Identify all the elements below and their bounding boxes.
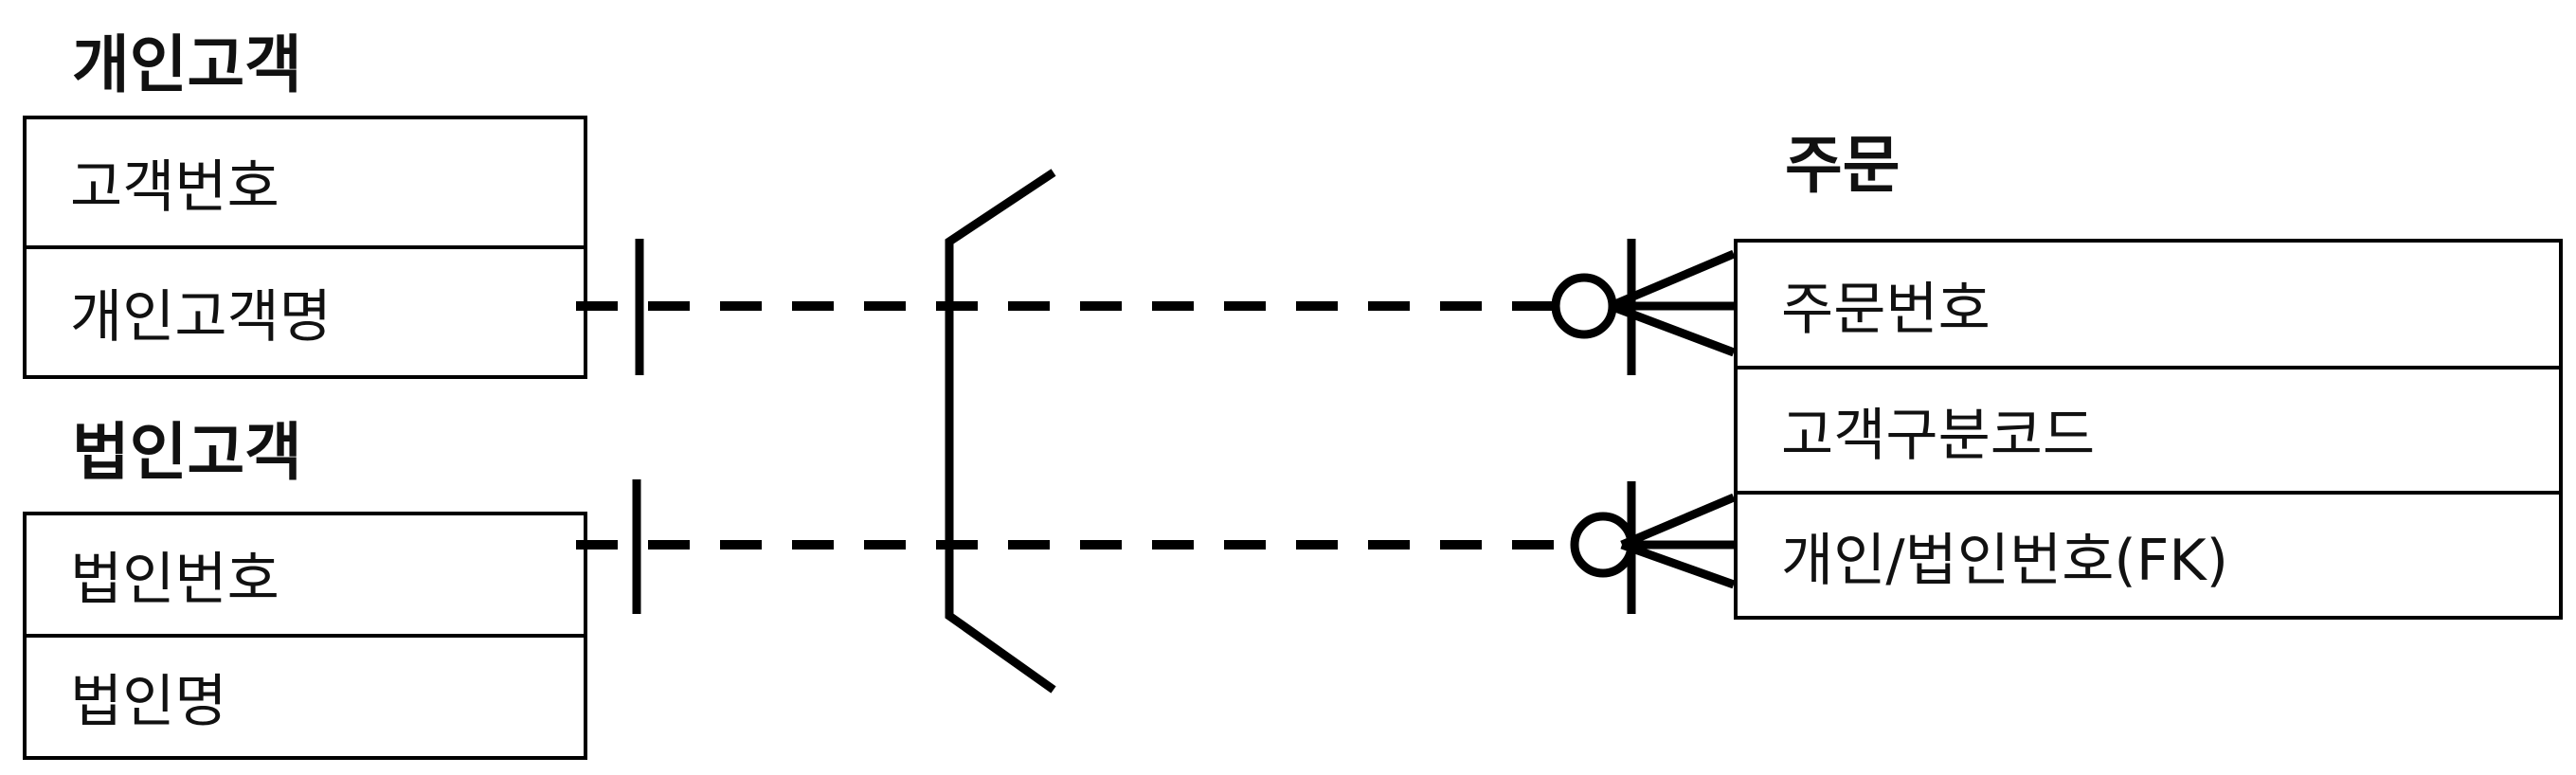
attribute-order-number: 주문번호 — [1738, 243, 2559, 369]
crowsfoot-lower-order-2 — [1620, 540, 1736, 589]
entity-title-order: 주문 — [1785, 129, 1900, 202]
attribute-customer-number: 고객번호 — [27, 119, 584, 249]
entity-individual[interactable]: 고객번호 개인고객명 — [23, 116, 587, 379]
attribute-individual-name: 개인고객명 — [70, 284, 332, 351]
relationship-corporate-order[interactable] — [576, 479, 1736, 614]
crowsfoot-lower-order-1 — [1609, 301, 1736, 357]
entity-title-individual: 개인고객 — [72, 28, 302, 101]
cardinality-zero-circle-order-1 — [1551, 273, 1617, 339]
crowsfoot-upper-order-2 — [1620, 493, 1736, 550]
exclusive-arc — [945, 169, 1056, 694]
entity-order[interactable]: 주문번호 고객구분코드 개인/법인번호(FK) — [1734, 239, 2563, 620]
relationship-individual-order[interactable] — [576, 239, 1736, 375]
crowsfoot-upper-order-1 — [1609, 249, 1736, 311]
attribute-corporate-name: 법인명 — [70, 669, 227, 735]
attribute-customer-type-code: 고객구분코드 — [1738, 369, 2559, 495]
entity-title-corporate: 법인고객 — [72, 416, 302, 489]
entity-corporate[interactable]: 법인번호 법인명 — [23, 512, 587, 760]
attribute-corporate-number: 법인번호 — [27, 515, 584, 638]
attribute-individual-corporate-number-fk: 개인/법인번호(FK) — [1781, 527, 2229, 594]
